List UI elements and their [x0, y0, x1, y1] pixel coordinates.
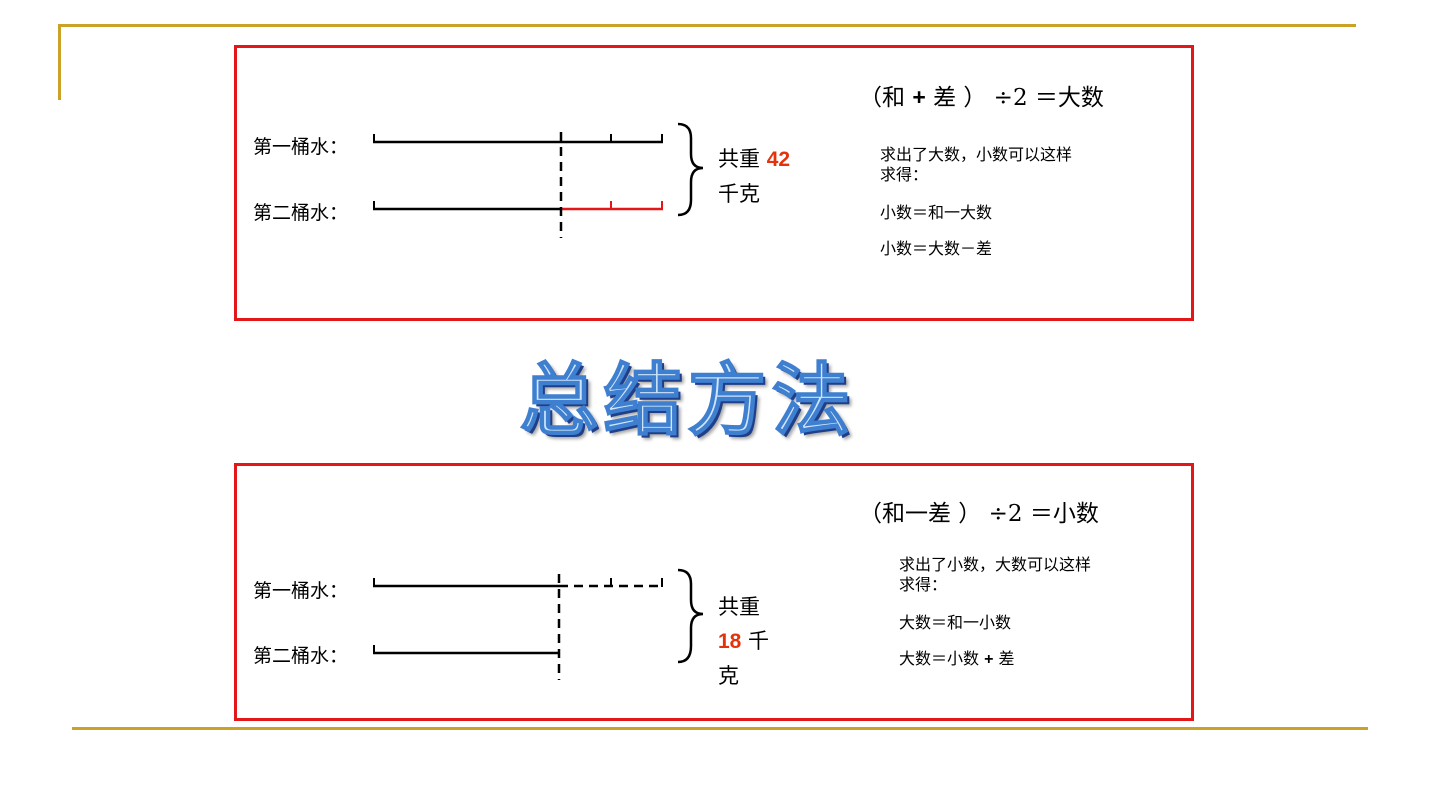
total-prefix: 共重	[718, 147, 760, 171]
bucket-2-label: 第二桶水：	[253, 202, 349, 224]
explanation-note: 求出了大数，小数可以这样 求得： 小数＝和一大数 小数＝大数－差	[880, 145, 1073, 258]
big-number-formula: （和 + 差 ） ÷2 ＝大数	[859, 84, 1104, 111]
left-decor-line	[58, 24, 61, 100]
small-number-panel: 第一桶水： 第二桶水： 共重 18 千 克 （和一差 ） ÷2 ＝小数 求出了小…	[234, 463, 1194, 721]
total-weight-text: 共重 18 千 克	[718, 590, 769, 693]
total-value: 18	[718, 630, 742, 653]
bottom-decor-line	[72, 727, 1368, 730]
total-unit: 千克	[718, 182, 760, 206]
right-brace	[677, 122, 704, 217]
bucket-1-label: 第一桶水：	[253, 580, 349, 602]
total-unit: 千	[748, 629, 770, 653]
bucket-1-label: 第一桶水：	[253, 136, 349, 158]
right-brace	[677, 568, 704, 664]
summary-title: 总结方法	[519, 355, 857, 447]
small-number-formula: （和一差 ） ÷2 ＝小数	[859, 501, 1099, 527]
total-unit: 克	[718, 664, 739, 688]
big-number-panel: 第一桶水： 第二桶水： 共重 42 千克 （和 + 差 ） ÷2 ＝大数 求出了…	[234, 45, 1194, 321]
top-decor-line	[58, 24, 1356, 27]
bucket-2-label: 第二桶水：	[253, 645, 349, 667]
line-segment-diagram	[373, 122, 704, 238]
total-value: 42	[766, 148, 791, 171]
explanation-note: 求出了小数，大数可以这样 求得： 大数＝和一小数 大数＝小数 + 差	[899, 555, 1092, 668]
line-segment-diagram	[373, 568, 704, 680]
total-prefix: 共重	[718, 595, 760, 619]
total-weight-text: 共重 42 千克	[718, 142, 790, 211]
